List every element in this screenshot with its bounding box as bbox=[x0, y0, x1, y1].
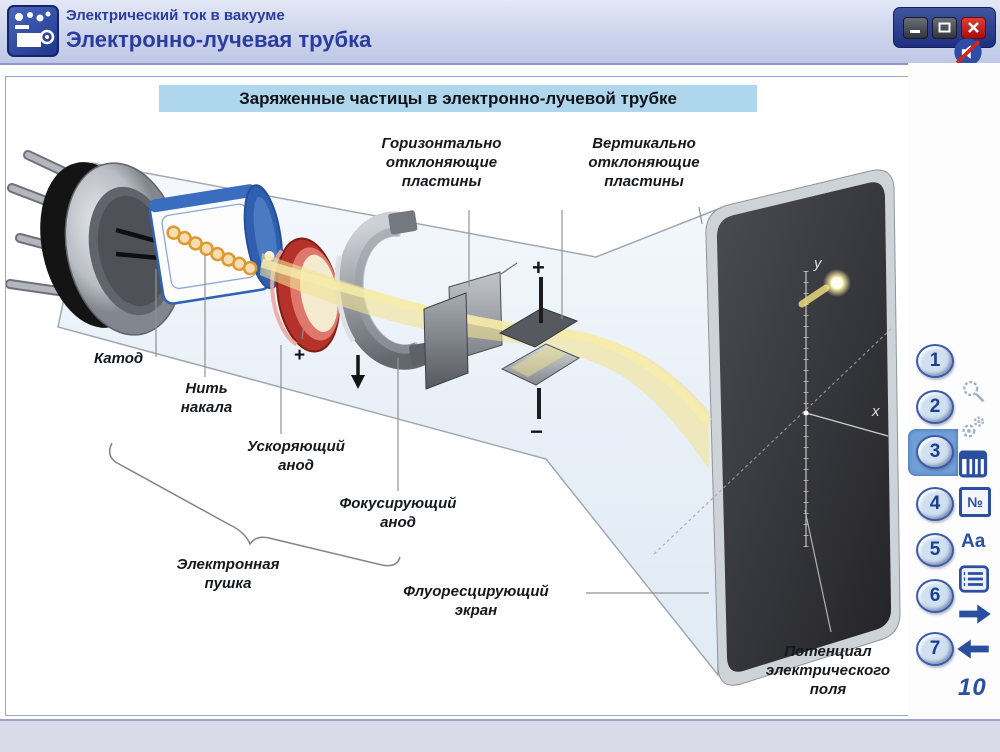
numero-glyph: № bbox=[967, 494, 983, 510]
numero-icon[interactable]: № bbox=[959, 487, 991, 517]
filament-coil bbox=[166, 225, 258, 276]
sidebar-button-6[interactable]: 6 bbox=[916, 579, 954, 613]
label-focusing-anode: Фокусирующий анод bbox=[339, 495, 457, 532]
list-icon[interactable] bbox=[957, 564, 991, 599]
sidebar-button-2[interactable]: 2 bbox=[916, 390, 954, 424]
cathode bbox=[148, 184, 284, 305]
axis-y-label: y bbox=[813, 255, 823, 272]
label-field-potential: Потенциал электрического поля bbox=[765, 643, 891, 699]
page-number: 10 bbox=[958, 674, 987, 701]
sound-off-icon[interactable] bbox=[951, 37, 985, 72]
close-icon[interactable] bbox=[961, 17, 986, 39]
gears-icon[interactable] bbox=[958, 414, 988, 447]
fluorescent-screen-shape: y x bbox=[653, 169, 901, 686]
header-bar: Электрический ток в вакууме Электронно-л… bbox=[0, 0, 1000, 65]
label-vertical-plates: Вертикально отклоняющие пластины bbox=[588, 135, 700, 191]
zoom-icon[interactable] bbox=[958, 378, 988, 411]
font-size-icon[interactable]: Aa bbox=[961, 531, 985, 553]
diagram-heading: Заряженные частицы в электронно-лучевой … bbox=[159, 85, 757, 112]
electron-gun-brace bbox=[108, 442, 401, 567]
axis-x-label: x bbox=[871, 403, 880, 420]
plus-accelerating: + bbox=[294, 345, 305, 366]
font-glyph: Aa bbox=[961, 531, 986, 552]
label-electron-gun: Электронная пушка bbox=[176, 556, 280, 593]
vertical-deflection-plates bbox=[498, 277, 581, 419]
arrow-left-icon[interactable] bbox=[955, 636, 991, 667]
label-accelerating-anode: Ускоряющий анод bbox=[247, 438, 345, 475]
sidebar-button-3[interactable]: 3 bbox=[916, 435, 954, 469]
minus-plate: − bbox=[530, 419, 543, 444]
electron-beam bbox=[260, 253, 709, 469]
focusing-anode-arrow bbox=[351, 355, 365, 389]
tube-base bbox=[6, 150, 184, 336]
leader-lines bbox=[155, 206, 709, 594]
sidebar-button-7[interactable]: 7 bbox=[916, 632, 954, 666]
sidebar-button-4[interactable]: 4 bbox=[916, 487, 954, 521]
app-logo-icon bbox=[7, 5, 59, 57]
plus-plate: + bbox=[532, 255, 545, 280]
label-filament: Нить накала bbox=[180, 380, 233, 417]
sidebar-button-1[interactable]: 1 bbox=[916, 344, 954, 378]
arrow-right-icon[interactable] bbox=[957, 601, 993, 632]
label-horizontal-plates: Горизонтально отклоняющие пластины bbox=[381, 135, 502, 191]
page-title: Электронно-лучевая трубка bbox=[66, 27, 372, 52]
maximize-icon[interactable] bbox=[932, 17, 957, 39]
label-cathode: Катод bbox=[94, 350, 144, 367]
x-axis bbox=[805, 412, 889, 437]
bottom-bar bbox=[0, 719, 1000, 752]
sidebar-button-5[interactable]: 5 bbox=[916, 533, 954, 567]
lesson-canvas: y x bbox=[5, 76, 910, 716]
minimize-icon[interactable] bbox=[903, 17, 928, 39]
label-fluorescent-screen: Флуоресцирующий экран bbox=[403, 583, 549, 620]
course-title: Электрический ток в вакууме bbox=[66, 7, 285, 24]
table-icon[interactable] bbox=[957, 449, 989, 484]
horizontal-deflection-plate-front bbox=[423, 292, 469, 390]
crt-diagram: y x bbox=[6, 150, 901, 686]
